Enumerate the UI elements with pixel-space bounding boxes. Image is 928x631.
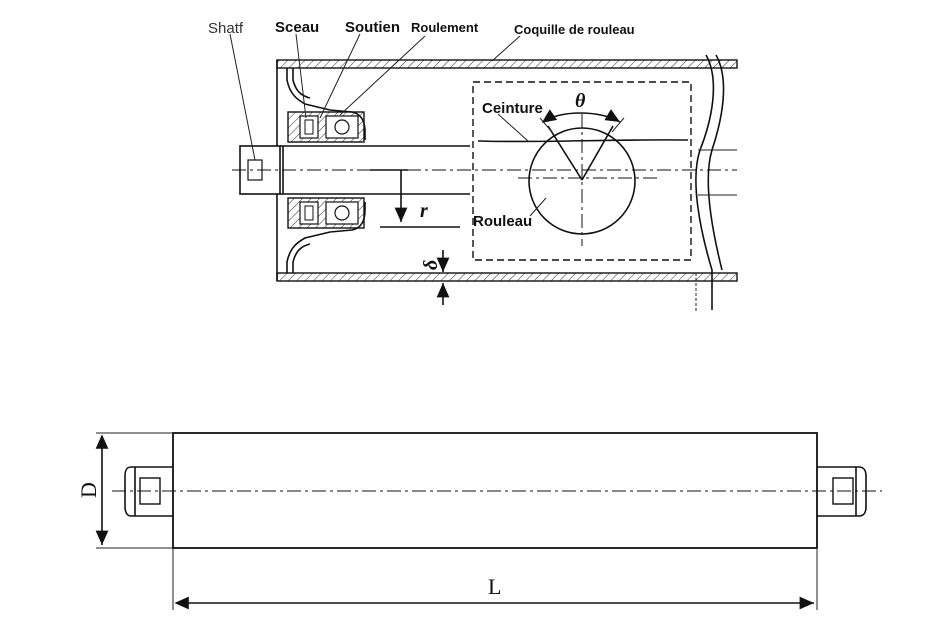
theta-arc: [541, 109, 621, 123]
delta-symbol: δ: [420, 260, 442, 270]
shaft-label: Shatf: [208, 20, 244, 37]
lower-bearing-block: [287, 197, 365, 229]
roller-shell: [276, 59, 738, 282]
theta-symbol: θ: [575, 90, 586, 112]
radius-dimension: [370, 169, 460, 228]
roller-side-view: D L: [76, 432, 882, 610]
roller-shell-label: Coquille de rouleau: [514, 22, 635, 37]
belt-label: Ceinture: [482, 100, 543, 117]
seal-label: Sceau: [275, 19, 319, 36]
support-label: Soutien: [345, 19, 400, 36]
length-label: L: [488, 574, 501, 599]
diameter-label: D: [76, 482, 101, 498]
belt-line: [477, 139, 689, 143]
length-dimension: L: [172, 548, 818, 610]
roller-section-diagram: Shatf Sceau Soutien Roulement Coquille d…: [208, 19, 738, 312]
bearing-label: Roulement: [411, 20, 479, 35]
roller-circle: [518, 114, 660, 246]
break-lines: [695, 54, 737, 312]
roller-label: Rouleau: [473, 213, 532, 230]
diameter-dimension: D: [76, 432, 173, 549]
leader-lines: [229, 33, 547, 217]
shaft: [232, 145, 737, 195]
radius-symbol: r: [420, 200, 428, 222]
upper-bearing-block: [287, 111, 365, 143]
